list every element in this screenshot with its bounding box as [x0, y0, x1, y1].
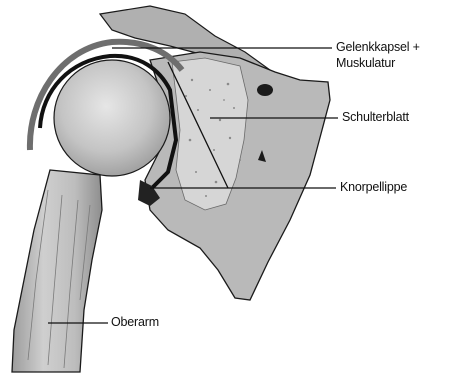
label-labrum: Knorpellippe [340, 180, 407, 195]
humerus-shaft [12, 170, 102, 372]
label-capsule-line2: Muskulatur [336, 56, 395, 71]
label-scapula: Schulterblatt [342, 110, 409, 125]
scapula-notch [257, 84, 273, 96]
label-humerus: Oberarm [111, 315, 159, 330]
label-capsule-line1: Gelenkkapsel + [336, 40, 420, 55]
humeral-head [54, 60, 170, 176]
